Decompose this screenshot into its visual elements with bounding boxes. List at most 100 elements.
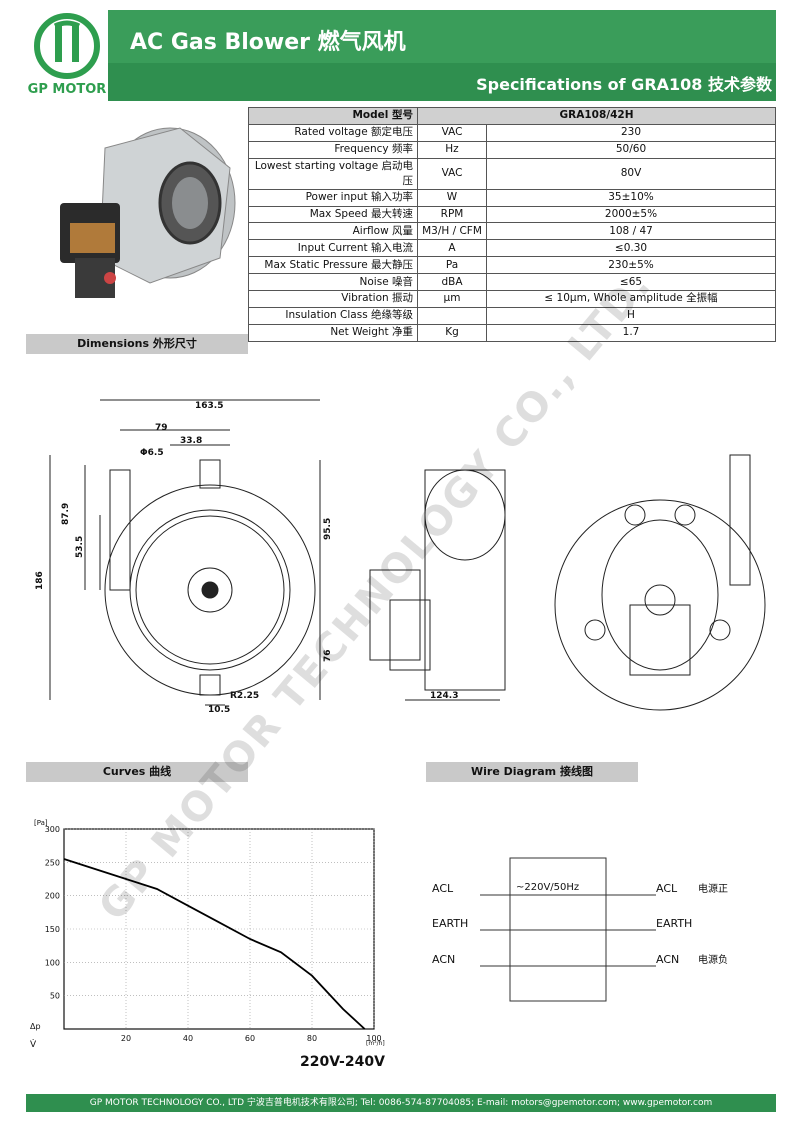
row-param: Input Current 输入电流 bbox=[248, 239, 418, 258]
page-title: AC Gas Blower 燃气风机 bbox=[130, 30, 406, 55]
dimensions-header: Dimensions 外形尺寸 bbox=[26, 334, 248, 354]
row-unit: μm bbox=[417, 290, 487, 308]
pressure-flow-chart: [Pa] [m³/h] V̇ Δp 50 100 150 200 250 300 20 40 6… bbox=[30, 819, 385, 1050]
row-param: Lowest starting voltage 启动电压 bbox=[248, 157, 418, 190]
header-subbar bbox=[108, 63, 776, 101]
wire-left-label: ACN bbox=[432, 953, 455, 966]
dim-label: 163.5 bbox=[195, 401, 223, 411]
dim-label: R2.25 bbox=[230, 691, 259, 701]
table-header-row: Model 型号 GRA108/42H bbox=[248, 107, 776, 125]
model-value: GRA108/42H bbox=[417, 107, 776, 125]
footer: GP MOTOR TECHNOLOGY CO., LTD 宁波吉普电机技术有限公… bbox=[26, 1094, 776, 1112]
wire-right-label: ACL bbox=[656, 882, 678, 895]
row-unit: VAC bbox=[417, 157, 487, 190]
row-unit: dBA bbox=[417, 273, 487, 292]
dim-label: 10.5 bbox=[208, 705, 230, 715]
x-tick-label: 20 bbox=[121, 1034, 131, 1043]
x-tick-label: 60 bbox=[245, 1034, 255, 1043]
wire-right-cn: 电源正 bbox=[698, 882, 728, 895]
row-value: ≤0.30 bbox=[486, 239, 776, 258]
row-unit: VAC bbox=[417, 123, 487, 142]
dim-label: 33.8 bbox=[180, 436, 202, 446]
y-axis-label: [Pa] bbox=[34, 819, 48, 827]
x-tick-label: 40 bbox=[183, 1034, 193, 1043]
y-tick-label: 250 bbox=[45, 858, 60, 867]
gp-motor-logo-icon bbox=[34, 13, 100, 79]
logo-text: GP MOTOR bbox=[27, 82, 107, 97]
row-param: Insulation Class 绝缘等级 bbox=[248, 306, 418, 325]
row-param: Max Static Pressure 最大静压 bbox=[248, 256, 418, 275]
x-tick-label: 100 bbox=[366, 1034, 381, 1043]
wire-right-label: EARTH bbox=[656, 917, 692, 930]
y-tick-label: 100 bbox=[45, 958, 60, 967]
row-unit: RPM bbox=[417, 205, 487, 224]
pressure-symbol: Δp bbox=[30, 1022, 41, 1031]
wire-diagram-header: Wire Diagram 接线图 bbox=[426, 762, 638, 782]
dim-label: Φ6.5 bbox=[140, 448, 164, 458]
row-param: Noise 噪音 bbox=[248, 273, 418, 292]
y-tick-label: 300 bbox=[45, 825, 60, 834]
curves-header: Curves 曲线 bbox=[26, 762, 248, 782]
row-param: Max Speed 最大转速 bbox=[248, 205, 418, 224]
wire-center-label: ~220V/50Hz bbox=[516, 882, 579, 893]
header-bar bbox=[108, 10, 776, 63]
model-label: Model 型号 bbox=[248, 107, 418, 125]
chart-caption: 220V-240V bbox=[300, 1054, 385, 1070]
row-value: 50/60 bbox=[486, 140, 776, 159]
row-unit: W bbox=[417, 188, 487, 207]
dim-label: 124.3 bbox=[430, 691, 458, 701]
row-param: Airflow 风量 bbox=[248, 222, 418, 241]
wire-right-label: ACN bbox=[656, 953, 679, 966]
x-axis-label: [m³/h] bbox=[366, 1040, 385, 1047]
y-tick-label: 50 bbox=[50, 992, 60, 1001]
dim-label: 186 bbox=[35, 571, 45, 590]
row-unit bbox=[417, 306, 487, 325]
row-unit: M3/H / CFM bbox=[417, 222, 487, 241]
logo bbox=[26, 10, 108, 102]
row-value: 35±10% bbox=[486, 188, 776, 207]
row-param: Power input 输入功率 bbox=[248, 188, 418, 207]
row-unit: Hz bbox=[417, 140, 487, 159]
row-param: Net Weight 净重 bbox=[248, 323, 418, 342]
row-value: 2000±5% bbox=[486, 205, 776, 224]
pressure-curve-line bbox=[63, 858, 366, 1030]
row-param: Vibration 振动 bbox=[248, 290, 418, 308]
flow-symbol: V̇ bbox=[30, 1038, 37, 1050]
dim-label: 87.9 bbox=[61, 503, 71, 525]
product-photo bbox=[30, 108, 242, 330]
dim-label: 53.5 bbox=[75, 536, 85, 558]
row-unit: Kg bbox=[417, 323, 487, 342]
wire-right-cn: 电源负 bbox=[698, 953, 728, 966]
wire-diagram: ~220V/50Hz ACL EARTH ACN ACL EARTH ACN 电… bbox=[432, 857, 728, 1002]
row-value: 80V bbox=[486, 157, 776, 190]
row-unit: A bbox=[417, 239, 487, 258]
y-tick-label: 200 bbox=[45, 892, 60, 901]
row-value: 108 / 47 bbox=[486, 222, 776, 241]
row-value: ≤ 10μm, Whole amplitude 全振幅 bbox=[486, 290, 776, 308]
row-value: 1.7 bbox=[486, 323, 776, 342]
row-unit: Pa bbox=[417, 256, 487, 275]
page-subtitle: Specifications of GRA108 技术参数 bbox=[476, 75, 772, 94]
row-param: Rated voltage 额定电压 bbox=[248, 123, 418, 142]
plot-frame bbox=[63, 828, 375, 1030]
y-tick-label: 150 bbox=[45, 925, 60, 934]
wire-left-label: ACL bbox=[432, 882, 454, 895]
row-value: 230 bbox=[486, 123, 776, 142]
dimension-drawing: 163.5 79 33.8 Φ6.5 87.9 53.5 186 95.5 76… bbox=[35, 399, 766, 715]
dim-label: 79 bbox=[155, 423, 168, 433]
dim-label: 76 bbox=[323, 649, 333, 662]
row-param: Frequency 频率 bbox=[248, 140, 418, 159]
